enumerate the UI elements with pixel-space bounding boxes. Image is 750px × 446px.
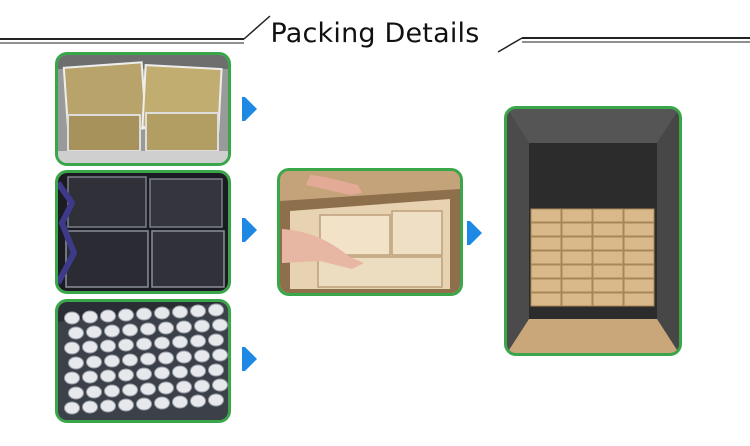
photo-disc-tray (55, 299, 231, 423)
page-title: Packing Details (270, 18, 480, 49)
photo-carton-packing (277, 168, 463, 296)
header-line-right (497, 37, 750, 53)
arrow-right-icon (467, 221, 482, 245)
photo-container-loading (504, 106, 682, 356)
photo-bagged-beads (55, 52, 231, 166)
photo-sealed-packs (55, 170, 231, 294)
arrow-right-icon (242, 218, 257, 242)
arrow-right-icon (242, 347, 257, 371)
header-line-left (0, 15, 271, 44)
arrow-right-icon (242, 97, 257, 121)
